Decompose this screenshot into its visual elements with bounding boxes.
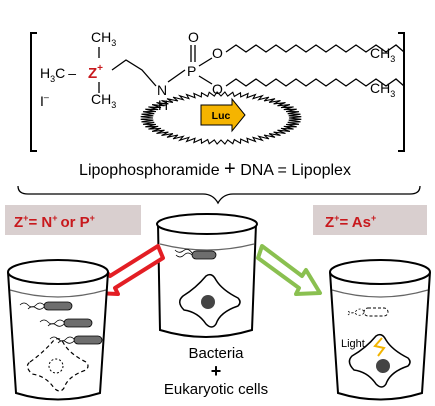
left-beaker [7,259,109,401]
plasmid-coil-icon [140,91,302,145]
ester-oxygen-top: O [212,45,223,61]
luc-gene-label: Luc [212,110,231,122]
z-center: Z+ [88,63,103,82]
bacterium-icon [73,335,103,345]
dead-cell-icon [26,338,89,392]
lipoplex-equation: Lipophosphoramide + DNA = Lipoplex [79,158,351,180]
light-emission-icon [373,337,386,357]
dead-flagella-icon [347,308,365,316]
curly-brace [17,185,421,205]
flagella-icon [49,336,75,344]
center-beaker [156,213,258,338]
flagella-icon [39,319,65,327]
phosphorus-atom: P [187,63,196,79]
flagella-icon [19,302,45,310]
left-condition-label: Z+= N+or P+ [14,213,95,231]
structure-labels: CH3 H3C– Z+ CH3 N H P O O O CH3 CH3 I– [40,29,395,113]
dead-bacterium-icon [363,307,389,317]
bacteria-label: Bacteria [188,345,244,362]
right-condition-label: Z+= As+ [325,213,376,231]
headgroup-bonds [98,45,213,93]
chain-end-bottom: CH3 [370,80,395,99]
left-methyl: H3C– [40,65,76,84]
flagella-icon [174,249,193,258]
structure-bracket [30,32,405,152]
plus-label: + [211,361,222,381]
nucleus-icon [201,295,215,309]
eukaryotic-label: Eukaryotic cells [164,381,268,398]
right-beaker: Light [329,259,431,401]
bottom-methyl: CH3 [91,91,116,110]
right-condition-box: Z+= As+ [313,205,427,235]
luc-gene-arrow-icon [200,97,246,133]
left-condition-box: Z+= N+or P+ [5,205,141,235]
plasmid-dna: Luc [140,91,302,145]
top-methyl: CH3 [91,29,116,48]
light-label: Light [341,338,365,350]
bacterium-icon [191,250,217,260]
right-arrow-icon [256,244,322,296]
double-bond-oxygen: O [188,29,199,45]
dead-nucleus-icon [48,358,64,374]
nucleus-icon [376,359,390,373]
nitrogen-atom: N [157,82,167,98]
ester-oxygen-bottom: O [212,81,223,97]
iodide-counterion: I– [40,92,49,109]
chain-end-top: CH3 [370,45,395,64]
center-label: Bacteria + Eukaryotic cells [164,345,268,398]
alkyl-chains [225,44,405,87]
bacterium-icon [43,301,73,311]
bacterium-icon [63,318,93,328]
